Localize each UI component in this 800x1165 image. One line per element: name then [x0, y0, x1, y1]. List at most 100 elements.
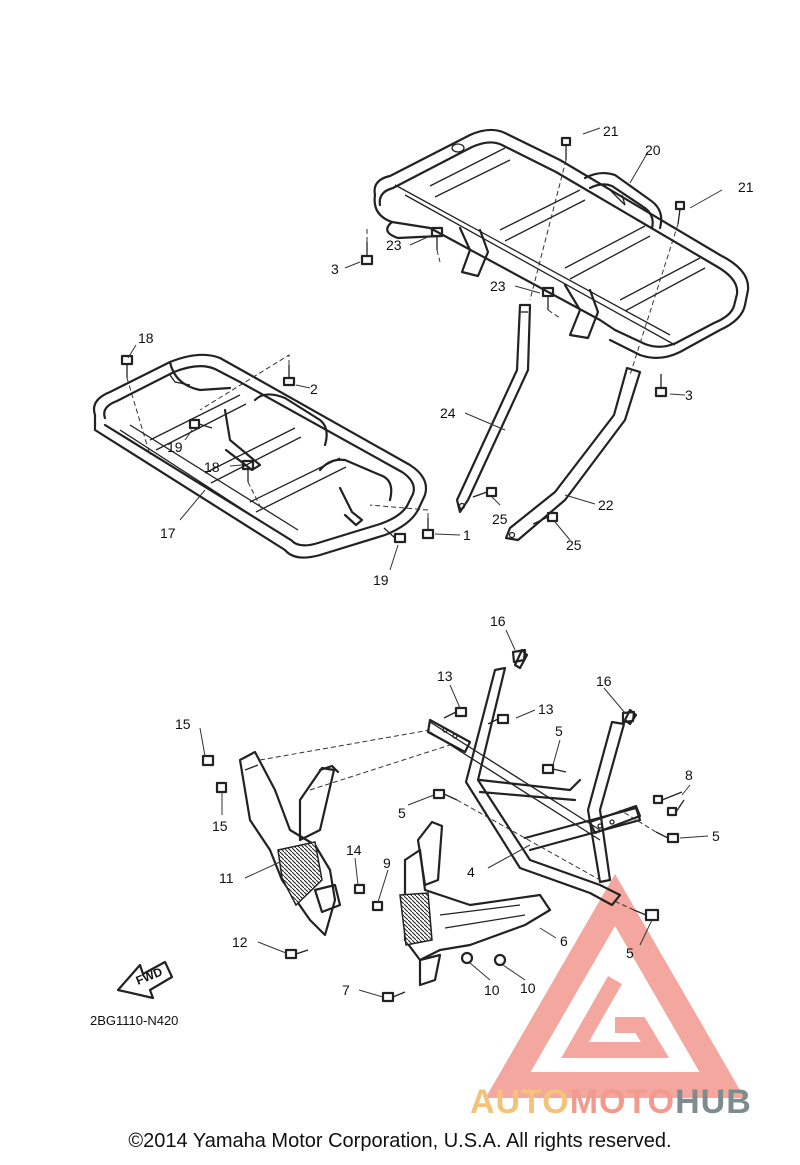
- dash-line: [126, 377, 151, 456]
- callout-1: 1: [463, 527, 471, 543]
- watermark-text: AUTOMOTOHUB: [470, 1083, 752, 1122]
- bolt-19-a: [188, 418, 213, 430]
- stay-24: [455, 303, 532, 514]
- callout-5-a: 5: [555, 723, 563, 739]
- dash-line: [369, 504, 429, 518]
- callout-15-a: 15: [175, 716, 191, 732]
- nut-15-b: [215, 781, 228, 794]
- bolt-21-top: [560, 136, 572, 160]
- watermark-logo: [485, 874, 745, 1098]
- callout-13-a: 13: [437, 668, 453, 684]
- callout-5-d: 5: [626, 945, 634, 961]
- bolt-23-left: [430, 226, 444, 250]
- bolt-25-b: [532, 511, 559, 525]
- watermark-part-hub: HUB: [675, 1083, 752, 1121]
- diagram-code: 2BG1110-N420: [90, 1013, 179, 1028]
- callout-17: 17: [160, 525, 176, 541]
- dash-line: [309, 744, 451, 791]
- copyright-notice: ©2014 Yamaha Motor Corporation, U.S.A. A…: [128, 1130, 672, 1152]
- callout-6: 6: [560, 933, 568, 949]
- callout-9: 9: [383, 855, 391, 871]
- bolt-5-c: [655, 831, 680, 844]
- callout-25-a: 25: [492, 511, 508, 527]
- bolt-18-mid: [241, 459, 255, 482]
- dash-line: [529, 159, 567, 301]
- callout-22: 22: [598, 497, 614, 513]
- bolt-13-a: [443, 706, 468, 719]
- callout-24: 24: [440, 405, 456, 421]
- bolt-14: [353, 883, 366, 895]
- callout-14: 14: [346, 842, 362, 858]
- leader-lines: [127, 127, 723, 998]
- clip-16-b: [621, 710, 636, 724]
- callout-10-b: 10: [520, 980, 536, 996]
- dash-line: [199, 354, 290, 411]
- bolt-9: [371, 900, 384, 912]
- bolt-12: [284, 948, 309, 960]
- callout-19-a: 19: [167, 439, 183, 455]
- bolt-25-a: [472, 486, 498, 498]
- callout-2: 2: [310, 381, 318, 397]
- callout-18-top: 18: [138, 330, 154, 346]
- callout-23-left: 23: [386, 237, 402, 253]
- bolt-3-left: [360, 242, 374, 266]
- fwd-arrow-icon: FWD: [116, 960, 174, 1000]
- callout-16-top: 16: [490, 613, 506, 629]
- callout-13-b: 13: [538, 701, 554, 717]
- callout-4: 4: [467, 864, 475, 880]
- rear-carrier-20: [373, 128, 750, 359]
- guard-11: [238, 729, 451, 937]
- stay-22: [504, 366, 642, 542]
- dash-line: [619, 809, 657, 833]
- callout-5-c: 5: [712, 828, 720, 844]
- dash-line: [259, 729, 431, 761]
- dash-line: [436, 249, 441, 263]
- collar-10-a: [460, 951, 474, 965]
- callout-15-b: 15: [212, 818, 228, 834]
- callout-5-b: 5: [398, 805, 406, 821]
- bolt-8: [652, 791, 685, 817]
- callout-18-mid: 18: [204, 459, 220, 475]
- callout-21-top: 21: [603, 123, 619, 139]
- callout-3-right: 3: [685, 387, 693, 403]
- callout-21-right: 21: [738, 179, 754, 195]
- callout-11: 11: [219, 870, 234, 886]
- watermark-part-auto: AUTO: [470, 1083, 570, 1121]
- callout-3-left: 3: [331, 261, 339, 277]
- dash-line: [611, 899, 635, 911]
- callout-20: 20: [645, 142, 661, 158]
- guard-6: [399, 820, 552, 987]
- bolt-5-d: [633, 908, 660, 922]
- dash-line: [456, 799, 601, 881]
- bolt-19-b: [383, 527, 407, 544]
- callout-7: 7: [342, 982, 350, 998]
- clip-16-a: [511, 648, 527, 664]
- collar-10-b: [493, 953, 507, 967]
- callout-8: 8: [685, 767, 693, 783]
- front-carrier-17: [92, 353, 428, 559]
- callout-23-mid: 23: [490, 278, 506, 294]
- bolt-5-b: [432, 788, 458, 801]
- bolt-7: [381, 991, 406, 1003]
- callout-25-b: 25: [566, 537, 582, 553]
- bolt-13-b: [487, 713, 510, 725]
- callout-numbers: 21 20 21 3 23 23 3 24 22 25 25 18 2 19 1…: [138, 123, 754, 998]
- bolt-21-right: [674, 200, 686, 225]
- bolt-2: [282, 365, 296, 387]
- dash-line: [629, 223, 679, 376]
- dash-line: [247, 481, 263, 511]
- bolt-1: [421, 518, 435, 540]
- bolt-3-right: [654, 374, 668, 398]
- bolt-18-top: [120, 354, 134, 378]
- callout-10-a: 10: [484, 982, 500, 998]
- callout-16-right: 16: [596, 673, 612, 689]
- callout-12: 12: [232, 934, 248, 950]
- nut-15-a: [201, 754, 215, 767]
- dash-line: [547, 309, 561, 319]
- callout-19-b: 19: [373, 572, 389, 588]
- bolt-5-a: [541, 763, 567, 775]
- watermark-part-moto: MOTO: [569, 1083, 676, 1121]
- bolt-23-mid: [541, 286, 555, 310]
